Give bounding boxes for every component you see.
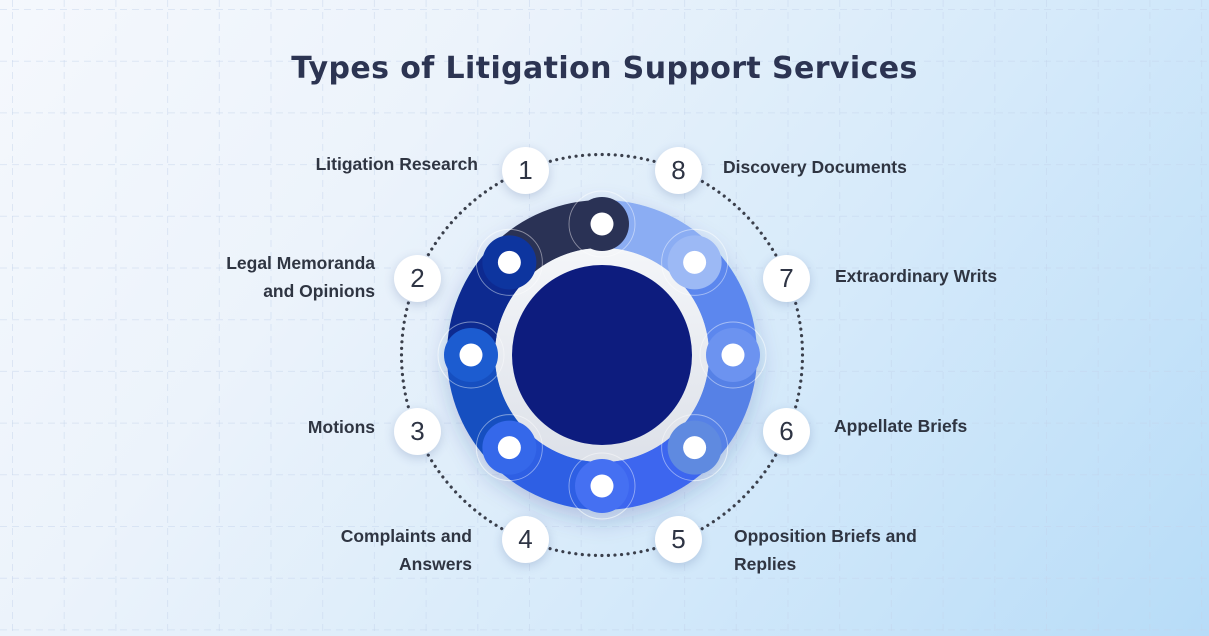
segment-node-outline-1 [568,190,636,258]
center-disc [512,265,692,445]
number-badge-2: 2 [394,255,441,302]
number-badge-8: 8 [655,147,702,194]
item-label-opposition-briefs: Opposition Briefs and Replies [734,526,917,574]
segment-node-outline-8 [661,228,729,296]
item-label-discovery-documents: Discovery Documents [723,157,907,177]
segment-node-dot-3 [459,343,483,367]
segment-node-outline-6 [661,414,729,482]
segment-node-dot-6 [683,436,707,460]
item-label-extraordinary-writs: Extraordinary Writs [835,266,998,286]
badge-number: 6 [779,416,794,446]
segment-node-dot-4 [497,436,521,460]
segment-node-outline-2 [475,228,543,296]
number-badge-5: 5 [655,516,702,563]
badge-number: 8 [671,155,686,185]
segment-node-dot-7 [721,343,745,367]
number-badge-3: 3 [394,408,441,455]
item-label-complaints-answers: Complaints and Answers [340,526,472,574]
badge-number: 2 [410,263,425,293]
segment-node-outline-5 [568,452,636,520]
segment-node-dot-1 [590,212,614,236]
number-badge-4: 4 [502,516,549,563]
page-title: Types of Litigation Support Services [291,51,918,87]
segment-node-dot-8 [683,250,707,274]
badge-number: 7 [779,263,794,293]
segment-node-dot-2 [497,250,521,274]
number-badge-6: 6 [763,408,810,455]
badge-number: 5 [671,524,686,554]
dotted-orbit-circle [399,152,805,558]
item-label-legal-memoranda: Legal Memoranda and Opinions [226,253,375,301]
segment-node-dot-5 [590,474,614,498]
segment-node-outline-7 [699,321,767,389]
item-label-appellate-briefs: Appellate Briefs [834,416,968,436]
segment-node-outline-3 [437,321,505,389]
segment-node-outline-4 [475,414,543,482]
number-badge-1: 1 [502,147,549,194]
badge-number: 3 [410,416,425,446]
badge-number: 4 [518,524,533,554]
badge-number: 1 [518,155,533,185]
item-label-litigation-research: Litigation Research [315,154,478,174]
number-badge-7: 7 [763,255,810,302]
item-label-motions: Motions [307,417,375,437]
donut-ring [437,190,767,520]
